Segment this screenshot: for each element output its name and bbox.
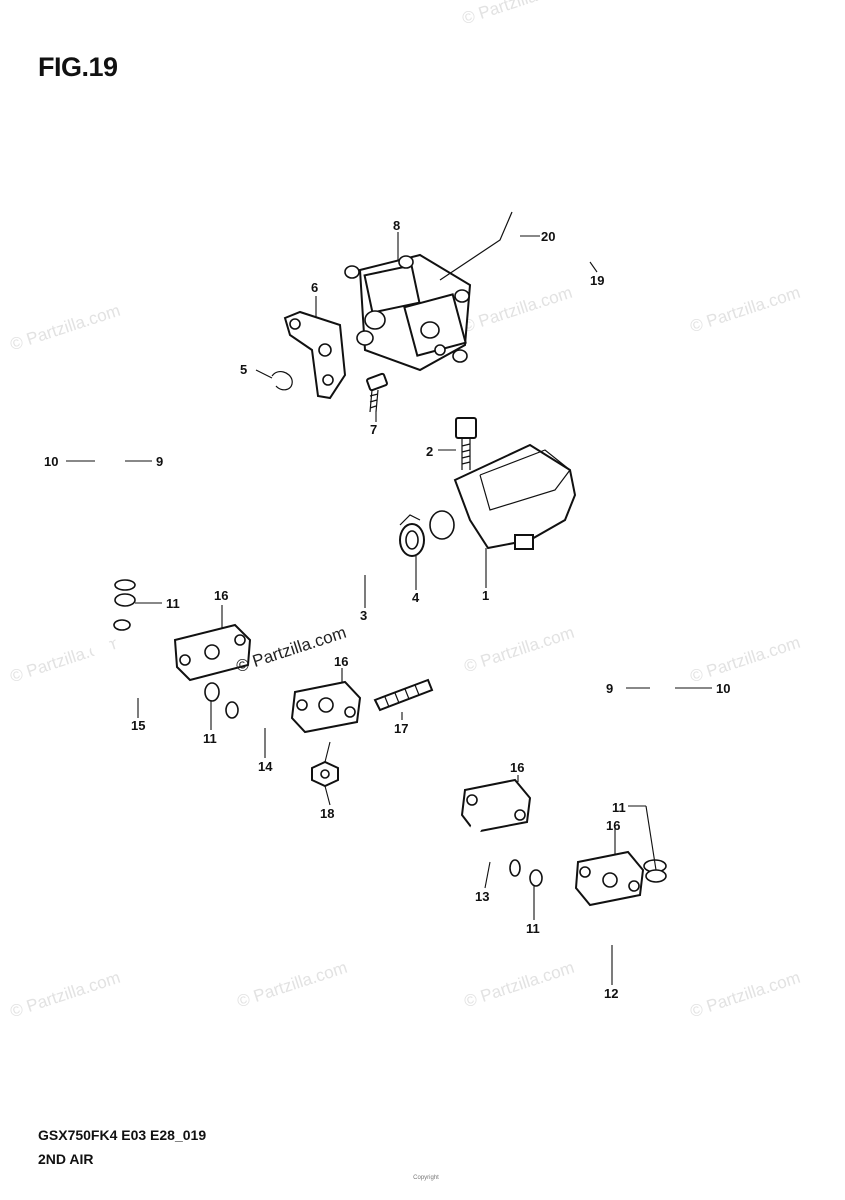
callout-20: 20 xyxy=(541,229,555,244)
bolt-2 xyxy=(455,417,477,470)
callout-13: 13 xyxy=(475,889,489,904)
clip-5 xyxy=(271,371,293,391)
nut-18 xyxy=(311,760,339,788)
callout-14: 14 xyxy=(258,759,273,774)
callout-9-right: 9 xyxy=(606,681,613,696)
pipe-14 xyxy=(225,680,362,735)
hose-9-left xyxy=(114,239,305,594)
hose-19 xyxy=(492,176,714,284)
hose-3 xyxy=(192,385,413,580)
callout-10-right: 10 xyxy=(716,681,730,696)
pipe-12 xyxy=(553,850,652,944)
callout-3: 3 xyxy=(360,608,367,623)
callout-11-d: 11 xyxy=(612,800,626,815)
figure-description: 2ND AIR xyxy=(38,1151,94,1167)
callout-10-left: 10 xyxy=(44,454,58,469)
callout-12: 12 xyxy=(604,986,618,1001)
callout-8: 8 xyxy=(393,218,400,233)
callout-11-b: 11 xyxy=(203,731,217,746)
housing-1 xyxy=(429,443,577,550)
callout-16-d: 16 xyxy=(606,818,620,833)
callout-6: 6 xyxy=(311,280,318,295)
callout-18: 18 xyxy=(320,806,334,821)
model-code: GSX750FK4 E03 E28_019 xyxy=(38,1127,207,1143)
clamp-4 xyxy=(399,514,425,557)
callout-16-c: 16 xyxy=(510,760,524,775)
callout-labels: 1 2 3 4 5 6 7 8 9 9 10 10 11 11 11 11 12… xyxy=(44,218,730,1001)
bracket-6 xyxy=(283,310,347,400)
callout-9-left: 9 xyxy=(156,454,163,469)
leader-lines xyxy=(66,232,712,985)
callout-11-a: 11 xyxy=(166,596,180,611)
callout-17: 17 xyxy=(394,721,408,736)
pipe-13 xyxy=(460,778,532,877)
callout-7: 7 xyxy=(370,422,377,437)
callout-2: 2 xyxy=(426,444,433,459)
callout-15: 15 xyxy=(131,718,145,733)
callout-5: 5 xyxy=(240,362,247,377)
valve-assembly-8 xyxy=(344,211,513,372)
callout-19: 19 xyxy=(590,273,604,288)
callout-16-a: 16 xyxy=(214,588,228,603)
hose-9-right xyxy=(516,363,667,873)
clamp-11 xyxy=(114,593,667,887)
pipe-15 xyxy=(113,618,252,699)
callout-16-b: 16 xyxy=(334,654,348,669)
callout-1: 1 xyxy=(482,588,489,603)
stud-17 xyxy=(373,678,434,712)
copyright-note: Copyright xyxy=(413,1175,439,1181)
figure-title: FIG.19 xyxy=(38,52,118,82)
bolt-7 xyxy=(366,372,388,413)
callout-11-c: 11 xyxy=(526,921,540,936)
callout-4: 4 xyxy=(412,590,420,605)
